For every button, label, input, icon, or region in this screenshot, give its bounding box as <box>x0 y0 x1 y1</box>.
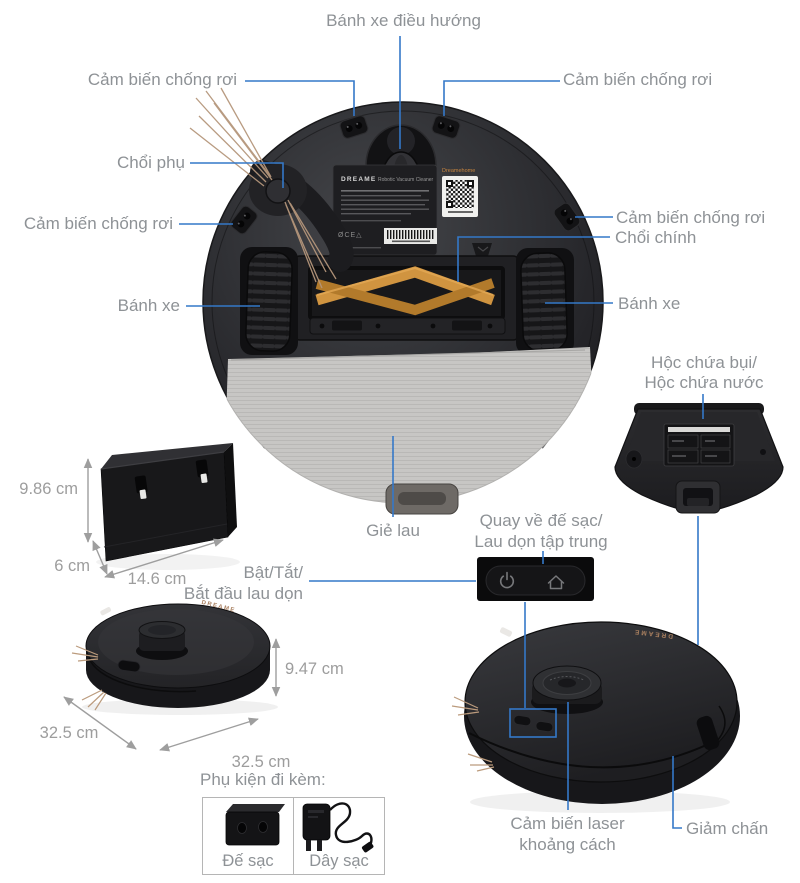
plate-brand-text: DREAME <box>341 176 377 183</box>
lidar-turret-top <box>531 665 603 714</box>
robot-diameter-left-arrow <box>63 696 137 750</box>
label-wheel-left: Bánh xe <box>117 296 180 315</box>
bumper-notch <box>499 627 513 637</box>
robot-top-view <box>451 621 740 813</box>
label-mop: Giẻ lau <box>366 521 420 540</box>
robot-diameter-front-arrow <box>159 717 259 752</box>
label-dustbin-line2: Hộc chứa nước <box>644 373 764 392</box>
label-drop-sensor-mid-right: Cảm biến chống rơi <box>616 208 766 227</box>
leader-side-brush <box>190 162 284 188</box>
side-grille <box>696 715 720 751</box>
label-drop-sensor-mid-left: Cảm biến chống rơi <box>23 214 173 233</box>
button-highlight-box <box>509 708 557 738</box>
wheel-left <box>240 247 298 355</box>
main-brush-module <box>292 255 521 341</box>
dustbin-sticker <box>663 423 735 467</box>
dim-robot-diameter-front: 32.5 cm <box>231 753 291 771</box>
accessory-dock-icon <box>225 804 285 846</box>
plate-cert-marks: ØCE△ <box>338 232 363 239</box>
leader-bumper <box>672 756 682 829</box>
drop-sensor-mid-right <box>553 202 581 232</box>
accessories-table: Đế sạc Dây sạc <box>202 797 385 875</box>
label-laser-line1: Cảm biến laser <box>510 814 625 833</box>
dim-robot-diameter-left: 32.5 cm <box>39 724 99 742</box>
side-brush-bristles <box>189 87 337 289</box>
dim-dock-width: 14.6 cm <box>127 570 187 588</box>
label-dustbin: Hộc chứa bụi/ Hộc chứa nước <box>624 353 784 393</box>
mop-cloth <box>222 347 600 515</box>
label-dock-button: Quay về đế sạc/ Lau dọn tập trung <box>450 510 632 552</box>
accessory-adapter-icon <box>302 802 374 853</box>
qr-code <box>442 176 478 217</box>
label-dock-line2: Lau dọn tập trung <box>474 532 608 551</box>
barcode <box>384 228 437 244</box>
wheel-right <box>516 248 574 355</box>
bumper-notch <box>100 607 112 616</box>
dock-pin <box>134 475 148 500</box>
accessories-heading: Phụ kiện đi kèm: <box>200 770 326 789</box>
deck-button-power <box>513 715 532 727</box>
dim-robot-height: 9.47 cm <box>285 660 344 678</box>
accessory-label-dock: Đế sạc <box>222 852 274 870</box>
drop-sensor-top-right <box>431 115 461 139</box>
plate-title-text: Robotic Vacuum Cleaner <box>378 177 434 183</box>
lidar-turret-side <box>136 621 188 660</box>
leader-drop-sensor-tr <box>443 80 560 116</box>
dimension-arrows <box>63 458 281 752</box>
label-power-line2: Bắt đầu lau dọn <box>183 584 303 603</box>
label-laser-line2: khoảng cách <box>519 835 616 854</box>
home-icon <box>547 575 565 590</box>
label-bumper: Giảm chấn <box>686 819 769 838</box>
label-power-button: Bật/Tắt/ Bắt đầu lau dọn <box>150 562 303 604</box>
drop-sensor-mid-left <box>230 205 258 235</box>
mop-mount-tab <box>385 483 459 515</box>
label-main-brush: Chổi chính <box>615 228 697 247</box>
label-side-brush: Chổi phụ <box>116 153 185 172</box>
control-panel-illustration <box>477 557 594 601</box>
robot-bottom-view <box>189 87 604 515</box>
dustbin-latch <box>675 480 721 514</box>
leader-lines <box>179 36 704 829</box>
deck-button-home <box>535 721 554 733</box>
leader-main-brush <box>457 236 610 282</box>
dustbin-illustration <box>614 403 784 514</box>
label-dustbin-line1: Hộc chứa bụi/ <box>651 353 757 372</box>
front-sensor <box>117 659 141 673</box>
dock-width-arrow <box>104 538 224 579</box>
leader-drop-sensor-tl <box>245 80 355 116</box>
drop-sensor-top-left <box>339 115 369 139</box>
label-caster-wheel: Bánh xe điều hướng <box>326 11 481 30</box>
robot-side-view <box>71 603 278 715</box>
label-power-line1: Bật/Tắt/ <box>243 563 303 582</box>
label-drop-sensor-top-left: Cảm biến chống rơi <box>87 70 237 89</box>
dim-dock-height: 9.86 cm <box>19 480 78 498</box>
main-brush-blade-lower <box>315 278 495 316</box>
power-cable <box>329 802 373 848</box>
bumper-seam <box>468 732 718 769</box>
label-laser-sensor: Cảm biến laser khoảng cách <box>486 813 649 855</box>
label-dock-line1: Quay về đế sạc/ <box>479 511 603 530</box>
charging-dock-illustration <box>96 443 240 570</box>
power-icon <box>499 571 515 589</box>
label-drop-sensor-top-right: Cảm biến chống rơi <box>563 70 713 89</box>
accessory-cell-cable: Dây sạc <box>293 798 384 874</box>
dim-dock-depth: 6 cm <box>54 557 90 575</box>
dock-pin <box>195 459 209 484</box>
accessory-cell-dock: Đế sạc <box>203 798 293 874</box>
accessory-label-cable: Dây sạc <box>309 852 369 870</box>
qr-caption-text: Dreamehome <box>442 168 476 174</box>
side-brush-tufts <box>451 696 495 772</box>
label-wheel-right: Bánh xe <box>618 294 681 313</box>
